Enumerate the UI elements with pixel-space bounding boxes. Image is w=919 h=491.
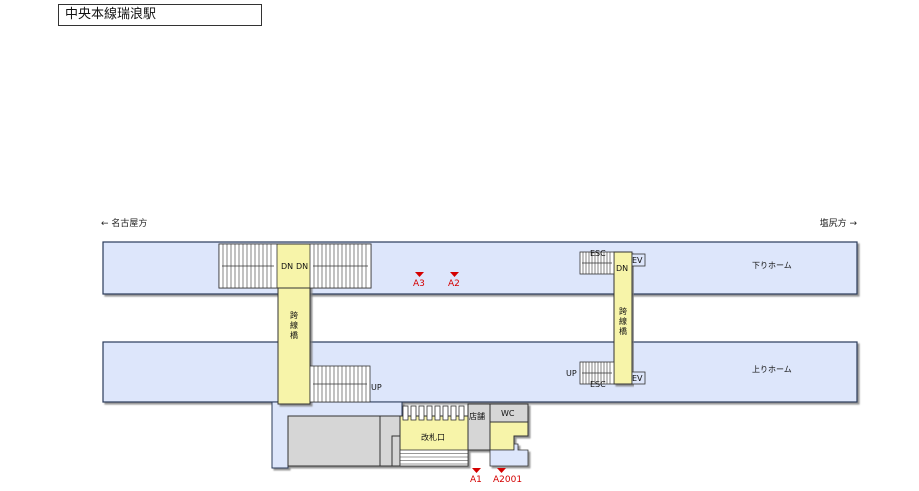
up-platform-label: 上りホーム	[752, 365, 792, 374]
station-title: 中央本線瑞浪駅	[58, 4, 262, 26]
elevator-label-top: EV	[632, 256, 643, 265]
footbridge-label-right-2: 線	[619, 316, 627, 326]
exit-label-a2: A2	[448, 279, 460, 289]
stair-label-up: UP	[371, 383, 382, 392]
stair-label-dn-left: DN	[281, 262, 293, 271]
stair-label-up-right-bridge: UP	[566, 369, 577, 378]
exit-stair	[399, 449, 469, 467]
ticket-gates	[402, 405, 465, 421]
escalator-label-bottom: ESC	[590, 380, 606, 389]
left-down-stair	[218, 243, 372, 289]
footbridge-label-right-1: 跨	[619, 307, 627, 316]
elevator-top	[631, 253, 646, 267]
direction-left-label: ← 名古屋方	[101, 219, 148, 229]
footbridge-label-left-2: 線	[290, 320, 298, 330]
up-platform	[102, 341, 858, 403]
footbridge-label-left-3: 橋	[290, 330, 298, 340]
exit-label-a2001: A2001	[493, 475, 522, 485]
down-platform-label: 下りホーム	[752, 261, 792, 270]
ticket-gate-label: 改札口	[421, 432, 445, 442]
exit-label-a1: A1	[470, 475, 482, 485]
stair-label-dn-right-bridge: DN	[616, 264, 628, 273]
right-down-stair	[579, 251, 615, 275]
elevator-label-bottom: EV	[632, 374, 643, 383]
right-up-stair	[579, 361, 615, 385]
toilet-label: WC	[501, 409, 515, 418]
escalator-label-top: ESC	[590, 249, 606, 258]
left-up-stair	[309, 365, 371, 403]
down-platform	[102, 241, 858, 295]
exit-label-a3: A3	[413, 279, 425, 289]
footbridge-label-right-3: 橋	[619, 326, 627, 336]
footbridge-label-left-1: 跨	[290, 311, 298, 320]
elevator-bottom	[631, 371, 646, 385]
exit-markers	[415, 272, 506, 473]
shop-label: 店舗	[469, 411, 485, 421]
concourse-building	[271, 401, 529, 469]
right-footbridge	[613, 251, 633, 385]
stair-label-dn-right: DN	[296, 262, 308, 271]
direction-right-label: 塩尻方 →	[819, 219, 857, 229]
